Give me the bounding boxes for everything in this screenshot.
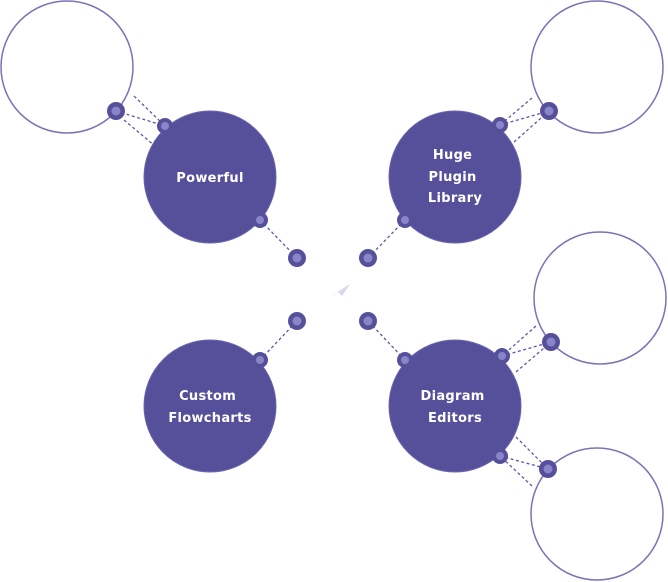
hub-label-line: Huge xyxy=(433,148,472,163)
hub-label: Powerful xyxy=(176,171,243,186)
connector-line xyxy=(515,341,552,373)
connector-dot xyxy=(539,460,557,478)
connector-dot xyxy=(252,212,268,228)
hub-circle xyxy=(143,339,277,473)
hub-label-line: Diagram xyxy=(421,389,485,404)
outline-circle-top-right xyxy=(530,0,664,134)
hub-powerful: Powerful xyxy=(143,110,277,244)
hub-custom-flowcharts: Custom Flowcharts xyxy=(143,339,277,473)
connector-dot xyxy=(288,312,306,330)
connector-line xyxy=(123,119,156,147)
connector-dot xyxy=(494,348,510,364)
hub-circle xyxy=(388,339,522,473)
connector-dot xyxy=(542,333,560,351)
hub-circle xyxy=(388,110,522,244)
connector-line xyxy=(499,110,550,126)
connector-dots xyxy=(107,102,560,478)
connector-dot xyxy=(397,212,413,228)
connector-line xyxy=(515,436,549,470)
outline-circle-bottom-right xyxy=(530,447,664,581)
hub-label-line: Library xyxy=(428,191,482,206)
paper-plane-icon xyxy=(328,284,350,298)
connector-dot xyxy=(252,352,268,368)
connector-line xyxy=(499,455,533,487)
outline-circle-top-left xyxy=(0,0,134,134)
connector-dot xyxy=(157,118,173,134)
hub-label-line: Custom xyxy=(179,389,236,404)
connector-dot xyxy=(359,249,377,267)
connector-dot xyxy=(397,352,413,368)
hub-circles: Powerful Huge Plugin Library Custom Flow… xyxy=(143,110,522,473)
connector-dot xyxy=(540,102,558,120)
connector-dot xyxy=(107,102,125,120)
connector-dot xyxy=(492,448,508,464)
connector-dot xyxy=(288,249,306,267)
hub-label-line: Flowcharts xyxy=(168,411,251,426)
outline-circle-middle-right xyxy=(533,231,667,365)
hub-diagram-editors: Diagram Editors xyxy=(388,339,522,473)
hub-label: Huge Plugin Library xyxy=(428,148,482,206)
hub-circle xyxy=(143,110,277,244)
connector-dot xyxy=(492,117,508,133)
connector-line xyxy=(501,341,552,357)
hub-huge-plugin-library: Huge Plugin Library xyxy=(388,110,522,244)
connector-line xyxy=(501,325,537,357)
connector-dot xyxy=(359,312,377,330)
hub-label: Diagram Editors xyxy=(421,389,490,426)
hub-label: Custom Flowcharts xyxy=(168,389,251,426)
hub-label-line: Plugin xyxy=(429,170,477,185)
hub-label-line: Editors xyxy=(428,411,482,426)
hub-label-line: Powerful xyxy=(176,171,243,186)
